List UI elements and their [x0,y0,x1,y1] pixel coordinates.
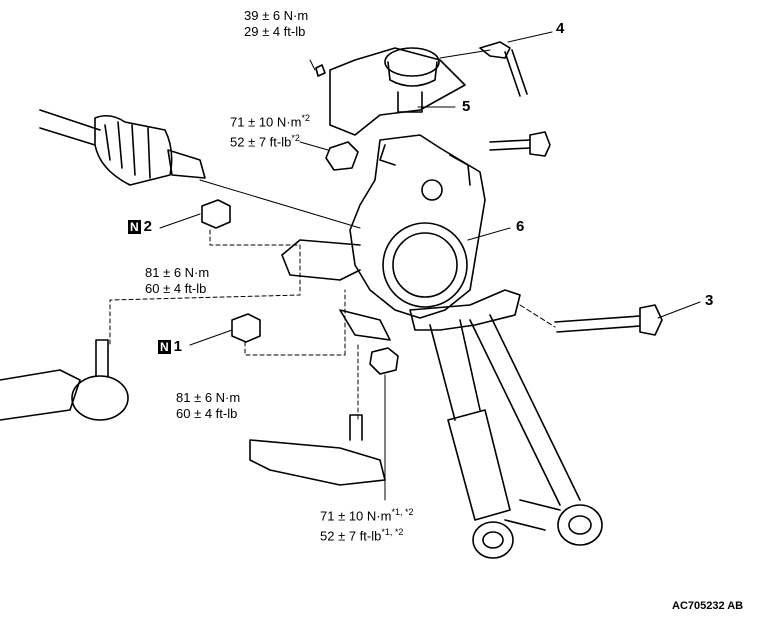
torque-upper-nm: 71 ± 10 N·m [230,114,302,130]
shock-absorber [429,319,514,559]
stabilizer-link [479,41,528,97]
drive-shaft [39,109,361,229]
lower-arm [249,414,386,486]
torque-top: 39 ± 6 N·m 29 ± 4 ft-lb [244,8,308,40]
torque-n1-nm: 81 ± 6 N·m [176,390,241,405]
callout-4: 4 [556,20,565,37]
tie-rod-end [0,339,129,421]
nut-lower [369,347,399,375]
lower-bolt [519,304,663,336]
callout-3: 3 [705,292,714,309]
torque-n2: 81 ± 6 N·m 60 ± 4 ft-lb [145,265,209,297]
torque-lower-nm-note: *1, *2 [391,507,414,517]
nut-upper [325,141,359,171]
torque-upper: 71 ± 10 N·m*2 52 ± 7 ft-lb*2 [230,110,310,151]
torque-n1: 81 ± 6 N·m 60 ± 4 ft-lb [176,390,240,422]
torque-upper-nm-note: *2 [301,113,310,123]
leader-lines [109,31,701,501]
new-part-symbol: N [128,220,141,234]
callout-6: 6 [516,218,525,235]
nut-n1 [231,313,261,343]
hub-bolt [489,131,551,157]
torque-n2-nm: 81 ± 6 N·m [145,265,210,280]
figure-code: AC705232 AB [672,600,744,612]
upper-arm [315,47,491,136]
callout-n1-number: 1 [173,338,183,355]
steering-knuckle [281,134,521,341]
torque-n1-ftlb: 60 ± 4 ft-lb [176,406,238,421]
torque-upper-ftlb-note: *2 [291,133,300,144]
nut-n2 [201,199,231,229]
torque-upper-ftlb: 52 ± 7 ft-lb [230,134,292,150]
callout-5: 5 [462,98,471,115]
lower-links [469,314,603,546]
new-part-symbol: N [158,340,171,354]
torque-top-ftlb: 29 ± 4 ft-lb [244,24,306,39]
torque-lower-ftlb: 52 ± 7 ft-lb [320,528,382,544]
callout-n2-number: 2 [143,218,153,235]
torque-lower-nm: 71 ± 10 N·m [320,508,392,524]
torque-lower-ftlb-note: *1, *2 [381,527,404,538]
torque-lower: 71 ± 10 N·m*1, *2 52 ± 7 ft-lb*1, *2 [320,504,413,545]
torque-n2-ftlb: 60 ± 4 ft-lb [145,281,207,296]
torque-top-nm: 39 ± 6 N·m [244,8,309,23]
